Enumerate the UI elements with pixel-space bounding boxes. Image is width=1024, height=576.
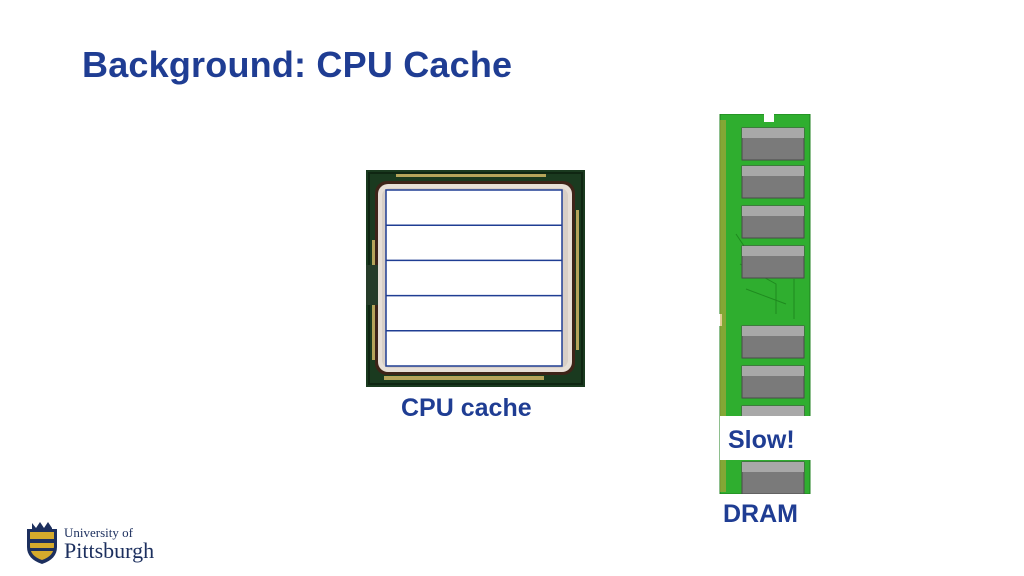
university-crest-icon (27, 522, 57, 564)
dram-chips (741, 127, 805, 494)
dram-chip-highlight (742, 166, 804, 176)
logo-line-2: Pittsburgh (64, 538, 155, 563)
dram-chip-highlight (742, 462, 804, 472)
university-logo: University of Pittsburgh (24, 519, 174, 567)
slow-label: Slow! (728, 424, 808, 457)
dram-chip-highlight (742, 246, 804, 256)
dram-chip-highlight (742, 326, 804, 336)
dram-chip-highlight (742, 206, 804, 216)
dram-chip-highlight (742, 366, 804, 376)
cpu-cache-label: CPU cache (401, 394, 532, 422)
cache-lines (386, 224, 562, 332)
dram-chip-highlight (742, 406, 804, 416)
logo-line-1: University of (64, 525, 133, 540)
dram-label: DRAM (723, 500, 798, 528)
cpu-chip-illustration (366, 170, 585, 387)
slide-title: Background: CPU Cache (82, 44, 513, 85)
dram-chip-highlight (742, 128, 804, 138)
